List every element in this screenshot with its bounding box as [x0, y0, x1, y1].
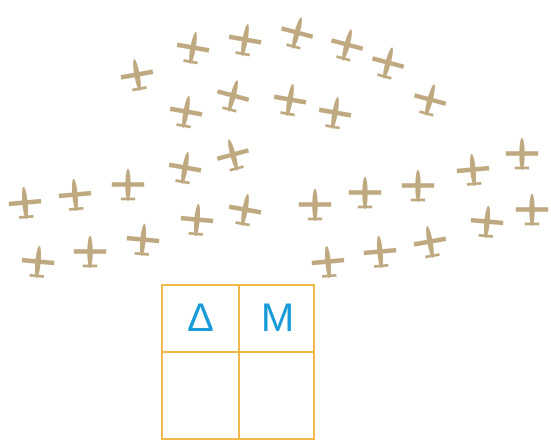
airplane-icon — [224, 19, 266, 61]
airplane-icon — [116, 54, 158, 96]
airplane-icon — [18, 242, 57, 281]
airplane-icon — [5, 183, 44, 222]
airplane-icon — [297, 187, 333, 223]
airplane-icon — [165, 91, 207, 133]
airplane-icon — [211, 74, 255, 118]
airplane-icon — [275, 11, 319, 55]
airplane-icon — [504, 136, 540, 172]
airplane-icon — [308, 242, 347, 281]
header-tens: Δ — [163, 286, 238, 351]
airplane-icon — [269, 79, 311, 121]
airplane-icon — [211, 133, 255, 177]
airplane-icon — [72, 234, 108, 270]
airplane-icon — [224, 189, 266, 231]
airplane-icon — [314, 92, 356, 134]
airplane-icon — [110, 167, 146, 203]
airplane-icon — [360, 232, 399, 271]
airplane-icon — [164, 147, 206, 189]
airplane-icon — [408, 78, 452, 122]
answer-table: Δ M — [161, 284, 315, 440]
answer-cell-tens[interactable] — [163, 353, 238, 440]
answer-cell-ones[interactable] — [240, 353, 315, 440]
airplane-icon — [514, 192, 550, 228]
airplane-icon — [409, 221, 451, 263]
airplane-icon — [453, 150, 492, 189]
airplane-icon — [172, 27, 214, 69]
airplane-icon — [123, 220, 162, 259]
airplane-icon — [55, 175, 94, 214]
airplane-icon — [347, 175, 383, 211]
airplane-icon — [177, 200, 216, 239]
header-ones: M — [240, 286, 315, 351]
airplane-icon — [400, 168, 436, 204]
airplane-icon — [325, 23, 369, 67]
airplane-icon — [467, 202, 506, 241]
airplane-icon — [366, 41, 410, 85]
